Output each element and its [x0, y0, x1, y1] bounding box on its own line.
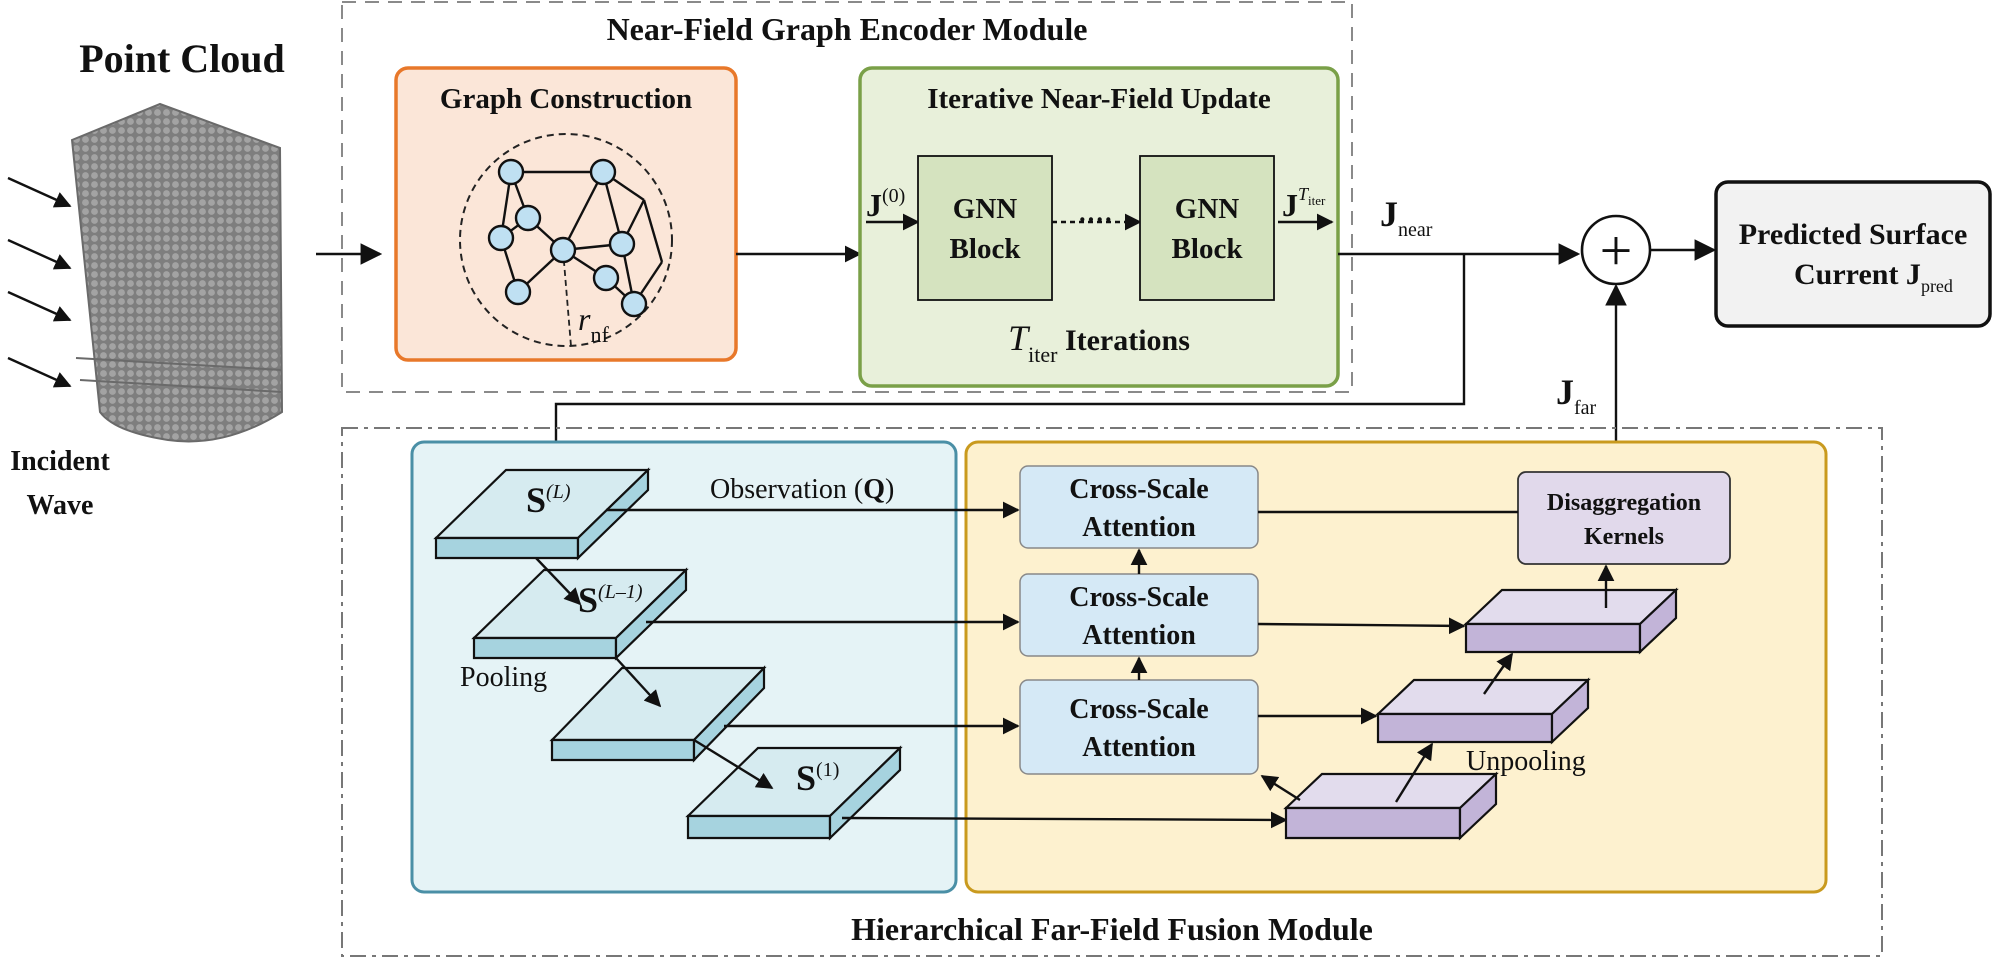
incident-wave-arrows	[7, 176, 72, 388]
svg-text:Attention: Attention	[1082, 732, 1196, 763]
svg-text:Kernels: Kernels	[1584, 524, 1664, 550]
point-cloud-section: Point Cloud Incident Wave	[7, 36, 285, 521]
iteration-dots: ····	[1078, 205, 1113, 234]
iterative-update-box: Iterative Near-Field Update J(0) GNN Blo…	[858, 66, 1340, 388]
purple-slab-middle	[1375, 677, 1591, 745]
j-near-label: Jnear	[1380, 194, 1433, 241]
radius-circle	[459, 133, 673, 347]
gnn-block-2-line2: Block	[1172, 233, 1244, 265]
radius-line	[562, 249, 572, 347]
attention-box-middle: Cross-Scale Attention	[1019, 573, 1259, 657]
gnn-block-2	[1139, 155, 1275, 301]
predicted-current-box: Predicted Surface Current Jpred	[1714, 180, 1992, 328]
predicted-line1: Predicted Surface	[1739, 218, 1968, 251]
graph-construction-box: Graph Construction	[394, 66, 738, 362]
pooling-label: Pooling	[460, 662, 547, 693]
svg-text:Attention: Attention	[1082, 620, 1196, 651]
near-field-module-title: Near-Field Graph Encoder Module	[607, 11, 1088, 47]
gnn-block-2-line1: GNN	[1175, 193, 1240, 225]
predicted-line2: Current Jpred	[1794, 258, 1953, 296]
s-second-label: S(L–1)	[578, 580, 643, 620]
iterative-update-title: Iterative Near-Field Update	[927, 83, 1271, 115]
attention-box-top: Cross-Scale Attention	[1019, 465, 1259, 549]
j-far-label: Jfar	[1556, 372, 1597, 419]
graph-construction-title: Graph Construction	[440, 83, 692, 115]
unpooling-label: Unpooling	[1466, 746, 1586, 777]
slab-s-top	[433, 467, 651, 561]
gnn-block-1-line1: GNN	[953, 193, 1018, 225]
observation-label: Observation (Q)	[710, 474, 894, 505]
far-field-module-frame	[341, 427, 1883, 957]
incident-label-line1: Incident	[10, 446, 110, 477]
gnn-block-1-line2: Block	[950, 233, 1022, 265]
purple-slab-top	[1463, 587, 1679, 655]
slab-s-bottom	[685, 745, 903, 841]
svg-text:Cross-Scale: Cross-Scale	[1069, 474, 1208, 505]
purple-slab-bottom	[1283, 771, 1499, 841]
attention-box-bottom: Cross-Scale Attention	[1019, 679, 1259, 775]
sum-symbol: +	[1600, 218, 1633, 283]
jt-label: JTiter	[1282, 184, 1326, 223]
s-top-label: S(L)	[526, 480, 571, 520]
svg-text:Disaggregation: Disaggregation	[1547, 490, 1701, 516]
s-bottom-label: S(1)	[796, 758, 839, 798]
far-field-module-title: Hierarchical Far-Field Fusion Module	[851, 911, 1373, 947]
radius-label: rnf	[578, 301, 609, 347]
svg-text:Attention: Attention	[1082, 512, 1196, 543]
point-cloud-shape	[70, 102, 284, 443]
near-field-module-frame	[341, 1, 1353, 393]
disaggregation-kernels-box: Disaggregation Kernels	[1517, 471, 1731, 565]
iterations-label: Titer Iterations	[1008, 318, 1190, 367]
graph-nodes	[487, 158, 648, 318]
point-cloud-title: Point Cloud	[79, 36, 285, 81]
j0-label: J(0)	[866, 185, 905, 223]
gnn-block-1	[917, 155, 1053, 301]
incident-label-line2: Wave	[27, 490, 94, 521]
svg-text:Cross-Scale: Cross-Scale	[1069, 694, 1208, 725]
svg-text:Cross-Scale: Cross-Scale	[1069, 582, 1208, 613]
